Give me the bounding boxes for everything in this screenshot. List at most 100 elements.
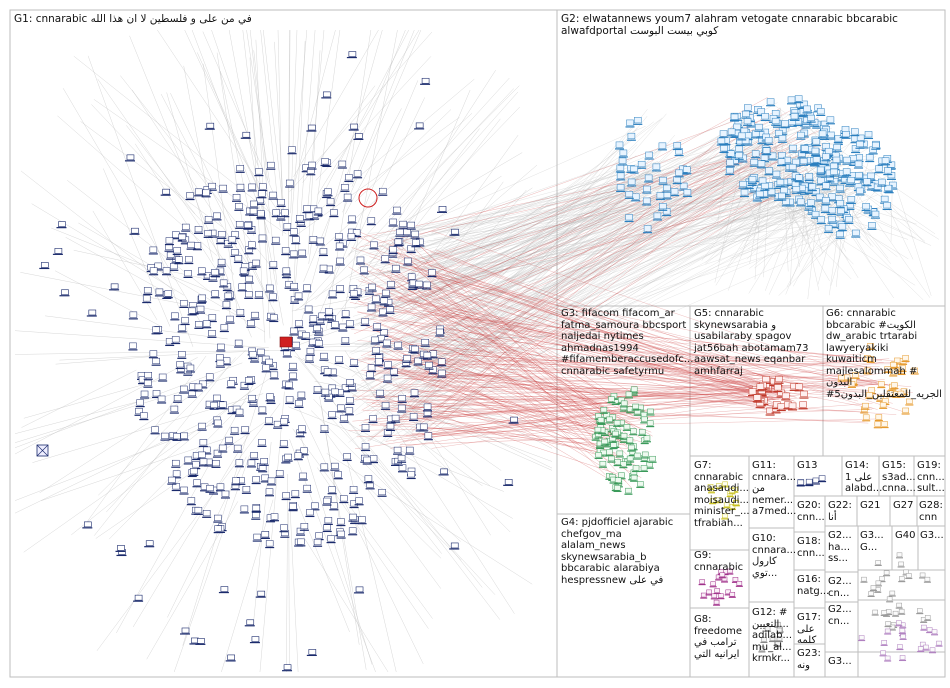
node [627,132,636,140]
edge [340,423,442,554]
node [781,120,789,127]
edge [420,274,892,373]
node [897,644,903,649]
node [744,104,752,111]
edge [422,186,855,368]
node [735,152,743,159]
edge [413,347,770,391]
node [830,168,838,175]
node [637,160,646,168]
node [899,655,906,660]
group-label-g2z: G2... cn... [828,604,852,627]
node [900,634,906,639]
node [673,142,682,149]
node [742,110,750,117]
node [322,91,331,98]
edge [246,29,270,183]
node [220,586,229,592]
node [355,133,363,139]
node [733,500,740,505]
node [304,305,313,312]
node [355,586,364,593]
edge [315,56,432,181]
edge [746,152,854,265]
edge [287,29,291,284]
edge [411,378,897,415]
node [269,191,277,198]
node [867,172,875,179]
edge [94,357,236,536]
edge [365,139,760,329]
node [236,309,245,316]
group-label-g3: G3: fifacom fifacom_ar fatma_samoura bbc… [561,308,694,377]
node [369,455,378,462]
node [346,378,354,386]
edge [397,191,804,299]
node [722,481,728,487]
node [258,406,267,413]
node [616,172,625,179]
edge [366,392,782,403]
node [606,449,613,455]
edge [348,176,668,278]
node [757,160,766,167]
node [269,293,277,300]
edge [361,480,442,559]
edge [430,111,753,392]
edge [424,283,784,392]
node [797,131,805,138]
node [630,386,638,392]
node [252,259,260,266]
node [151,426,159,433]
node [219,401,227,408]
node [261,474,269,481]
node [848,381,856,387]
node [350,359,358,366]
node [919,572,926,578]
edge [371,391,787,407]
node [628,444,635,451]
node [337,518,345,525]
node [762,376,770,383]
node [245,275,254,282]
node [275,470,284,477]
node [208,314,217,321]
node [321,388,330,395]
node [371,336,379,343]
node [198,267,206,274]
node [297,391,306,398]
node [341,310,350,317]
edge [405,146,790,292]
group-label-g7: G7: cnnarabic anasaudi... moisaudi... mi… [694,460,750,529]
node [595,452,602,458]
node [341,337,350,344]
node [662,208,671,215]
node [165,237,174,244]
edge [357,340,912,387]
nodes [36,51,943,672]
edge [62,88,205,329]
edge [369,106,520,264]
node [255,168,263,175]
edge [92,210,158,321]
edge [378,165,648,276]
edge [391,237,616,426]
node [309,315,318,322]
node [214,419,222,426]
node [300,447,308,454]
edge [290,29,308,226]
node [328,290,337,297]
node [875,560,881,565]
node [403,355,411,362]
node [248,183,256,190]
node [872,609,878,615]
node [741,137,750,144]
node [842,168,851,175]
node [361,318,369,325]
node [340,414,348,422]
node [236,183,245,190]
node [289,503,297,510]
node [889,590,896,596]
edge [395,394,781,438]
